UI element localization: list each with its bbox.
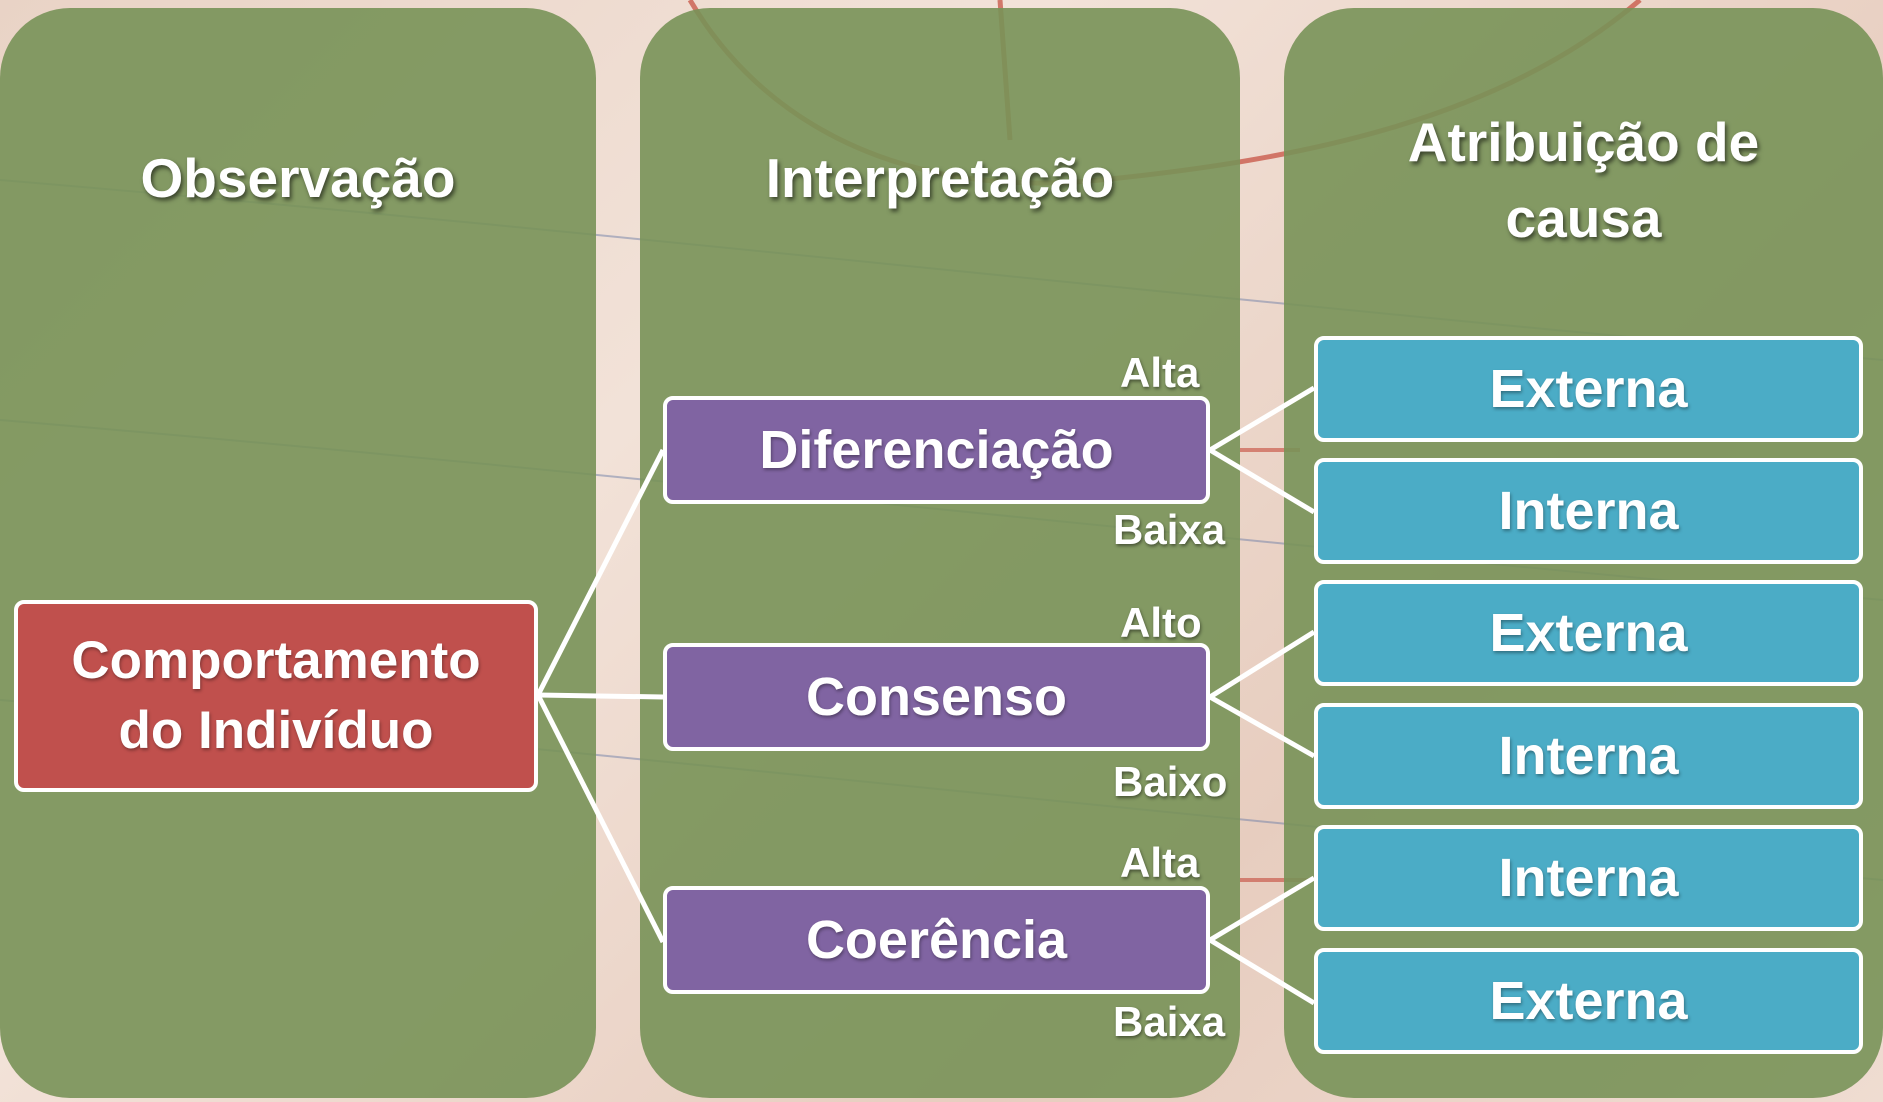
observation-title: Observação	[140, 147, 456, 209]
cause-box-3: Externa	[1314, 580, 1863, 686]
cause-box-2: Interna	[1314, 458, 1863, 564]
attribution-title-line2: causa	[1505, 187, 1662, 249]
cause-box-6: Externa	[1314, 948, 1863, 1054]
label-consensus-high: Alto	[1120, 599, 1202, 646]
cause-box-1: Externa	[1314, 336, 1863, 442]
root-box: Comportamento do Indivíduo	[14, 600, 538, 792]
interpretation-title: Interpretação	[765, 147, 1115, 209]
label-coherence-low: Baixa	[1113, 998, 1226, 1045]
factor-box-differentiation: Diferenciação	[663, 396, 1210, 504]
root-line2: do Indivíduo	[118, 701, 434, 760]
factor-box-coherence: Coerência	[663, 886, 1210, 994]
attribution-title-line1: Atribuição de	[1407, 111, 1760, 173]
label-differentiation-low: Baixa	[1113, 506, 1226, 553]
root-line1: Comportamento	[71, 631, 481, 690]
attribution-title: Atribuição de causa	[1284, 104, 1883, 256]
cause-box-5: Interna	[1314, 825, 1863, 931]
observation-column: Observação	[0, 8, 596, 1098]
factor-box-consensus: Consenso	[663, 643, 1210, 751]
label-coherence-high: Alta	[1120, 839, 1200, 886]
cause-box-4: Interna	[1314, 703, 1863, 809]
label-differentiation-high: Alta	[1120, 349, 1200, 396]
label-consensus-low: Baixo	[1113, 758, 1228, 805]
